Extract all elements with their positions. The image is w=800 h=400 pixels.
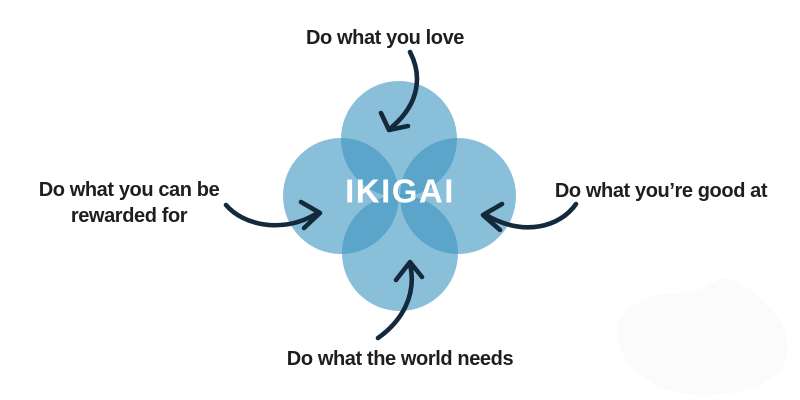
arrow-left-icon <box>223 199 323 231</box>
ikigai-center-title: IKIGAI <box>345 172 455 210</box>
label-left-line1: Do what you can be <box>38 179 220 201</box>
arrows <box>223 49 579 341</box>
label-do-what-youre-good-at: Do what you’re good at <box>554 180 768 202</box>
arrow-right-icon <box>480 201 579 233</box>
label-do-what-the-world-needs: Do what the world needs <box>286 348 514 370</box>
venn-circles <box>283 81 516 311</box>
label-left-line2: rewarded for <box>70 205 188 227</box>
arrow-top-icon <box>378 49 420 133</box>
label-do-what-you-love: Do what you love <box>305 27 465 49</box>
arrow-bottom-icon <box>375 259 425 341</box>
label-do-what-you-can-be-rewarded-for: Do what you can be rewarded for <box>39 177 220 229</box>
corner-blob-shape <box>616 278 788 396</box>
venn-circle-bottom <box>342 195 458 311</box>
